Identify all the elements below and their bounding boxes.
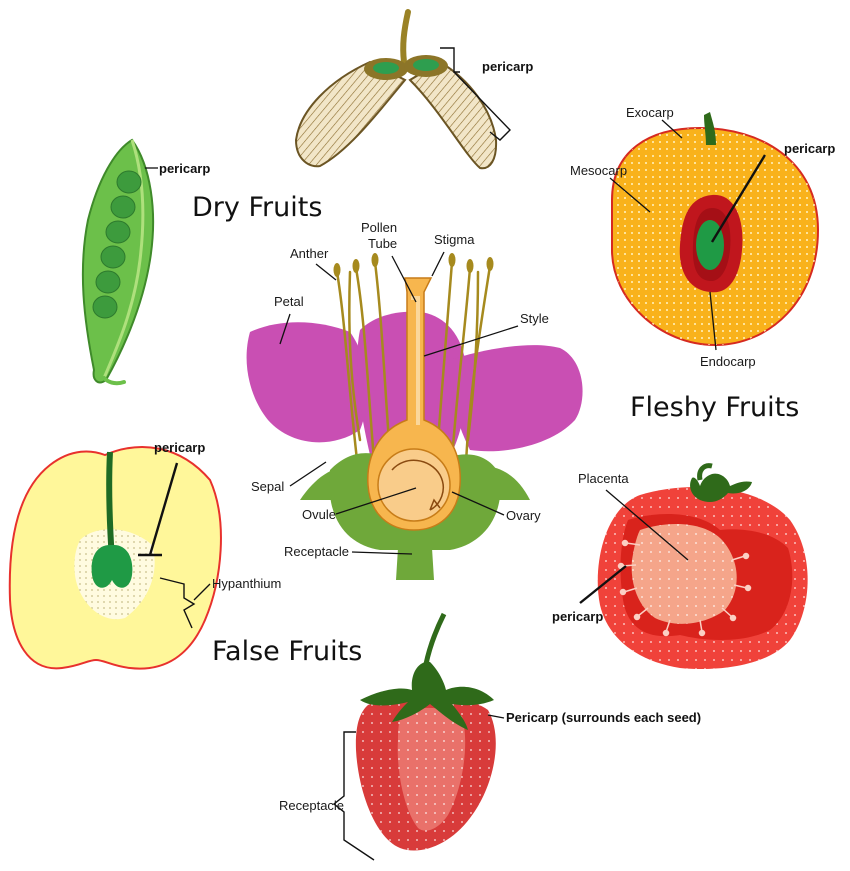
flower: Pollen Tube Stigma Anther Petal Style Se… [246, 220, 583, 580]
apple-pericarp-label: pericarp [154, 440, 205, 455]
pollen-tube-label-line2: Tube [368, 236, 397, 251]
ovary-label: Ovary [506, 508, 541, 523]
strawberry-pericarp-label: Pericarp (surrounds each seed) [506, 710, 701, 725]
peach: Exocarp Mesocarp pericarp Endocarp [570, 105, 835, 369]
receptacle-label: Receptacle [284, 544, 349, 559]
style-label: Style [520, 311, 549, 326]
pea-pod: pericarp [81, 138, 210, 386]
tomato: Placenta pericarp [552, 463, 808, 670]
ovule-label: Ovule [302, 507, 336, 522]
anther-label: Anther [290, 246, 329, 261]
heading-dry-fruits: Dry Fruits [192, 192, 322, 223]
maple-samara: pericarp [294, 9, 533, 170]
stigma-label: Stigma [434, 232, 475, 247]
heading-false-fruits: False Fruits [212, 636, 362, 667]
pea-pericarp-label: pericarp [159, 161, 210, 176]
peach-mesocarp-label: Mesocarp [570, 163, 627, 178]
peach-endocarp-label: Endocarp [700, 354, 756, 369]
pollen-tube-label-line1: Pollen [361, 220, 397, 235]
sepal-label: Sepal [251, 479, 284, 494]
apple: pericarp Hypanthium [8, 440, 281, 670]
tomato-pericarp-label: pericarp [552, 609, 603, 624]
peach-pericarp-label: pericarp [784, 141, 835, 156]
strawberry-receptacle-label: Receptacle [279, 798, 344, 813]
placenta-label: Placenta [578, 471, 629, 486]
heading-fleshy-fruits: Fleshy Fruits [630, 392, 799, 423]
maple-pericarp-label: pericarp [482, 59, 533, 74]
strawberry: Pericarp (surrounds each seed) Receptacl… [279, 612, 701, 861]
petal-label: Petal [274, 294, 304, 309]
hypanthium-label: Hypanthium [212, 576, 281, 591]
peach-exocarp-label: Exocarp [626, 105, 674, 120]
